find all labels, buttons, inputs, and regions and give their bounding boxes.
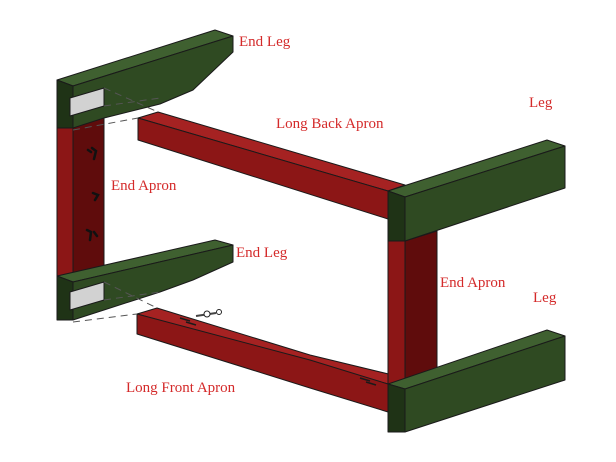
- label-long-back-apron: Long Back Apron: [276, 116, 384, 132]
- leg-top-right: [387, 139, 566, 242]
- leg-top-right-side: [404, 145, 566, 242]
- long-front-apron-face: [136, 313, 389, 413]
- leg-bottom-right-side: [404, 335, 566, 433]
- right-end-apron-front: [387, 240, 406, 386]
- label-end-apron-left: End Apron: [111, 178, 177, 194]
- end-leg-bottom-front: [56, 275, 74, 321]
- end-leg-bottom-side: [72, 244, 234, 321]
- label-end-leg-top: End Leg: [239, 34, 291, 50]
- label-leg-top-right: Leg: [529, 95, 553, 111]
- long-back-apron: [137, 111, 406, 220]
- end-leg-top-side: [72, 35, 234, 129]
- right-end-apron-side: [404, 230, 438, 386]
- long-front-apron: [136, 307, 406, 413]
- end-leg-bottom: [56, 239, 234, 321]
- end-leg-top-front: [56, 79, 74, 129]
- left-end-apron-side: [72, 114, 105, 279]
- leg-bottom-right-front: [387, 383, 406, 433]
- left-end-apron-pocket-holes: [85, 146, 100, 242]
- leg-top-right-front: [387, 190, 406, 242]
- left-end-apron-front: [56, 124, 74, 279]
- label-long-front-apron: Long Front Apron: [126, 380, 236, 396]
- label-leg-bottom-right: Leg: [533, 290, 557, 306]
- label-end-leg-bottom: End Leg: [236, 245, 288, 261]
- right-end-apron: [387, 230, 438, 386]
- screw-hardware: [195, 309, 222, 318]
- leg-bottom-right: [387, 329, 566, 433]
- end-leg-top: [56, 29, 234, 129]
- front-apron-joint-marks: [179, 317, 377, 386]
- assembly-guide-lines: [72, 87, 161, 323]
- left-end-apron: [56, 114, 105, 279]
- label-end-apron-right: End Apron: [440, 275, 506, 291]
